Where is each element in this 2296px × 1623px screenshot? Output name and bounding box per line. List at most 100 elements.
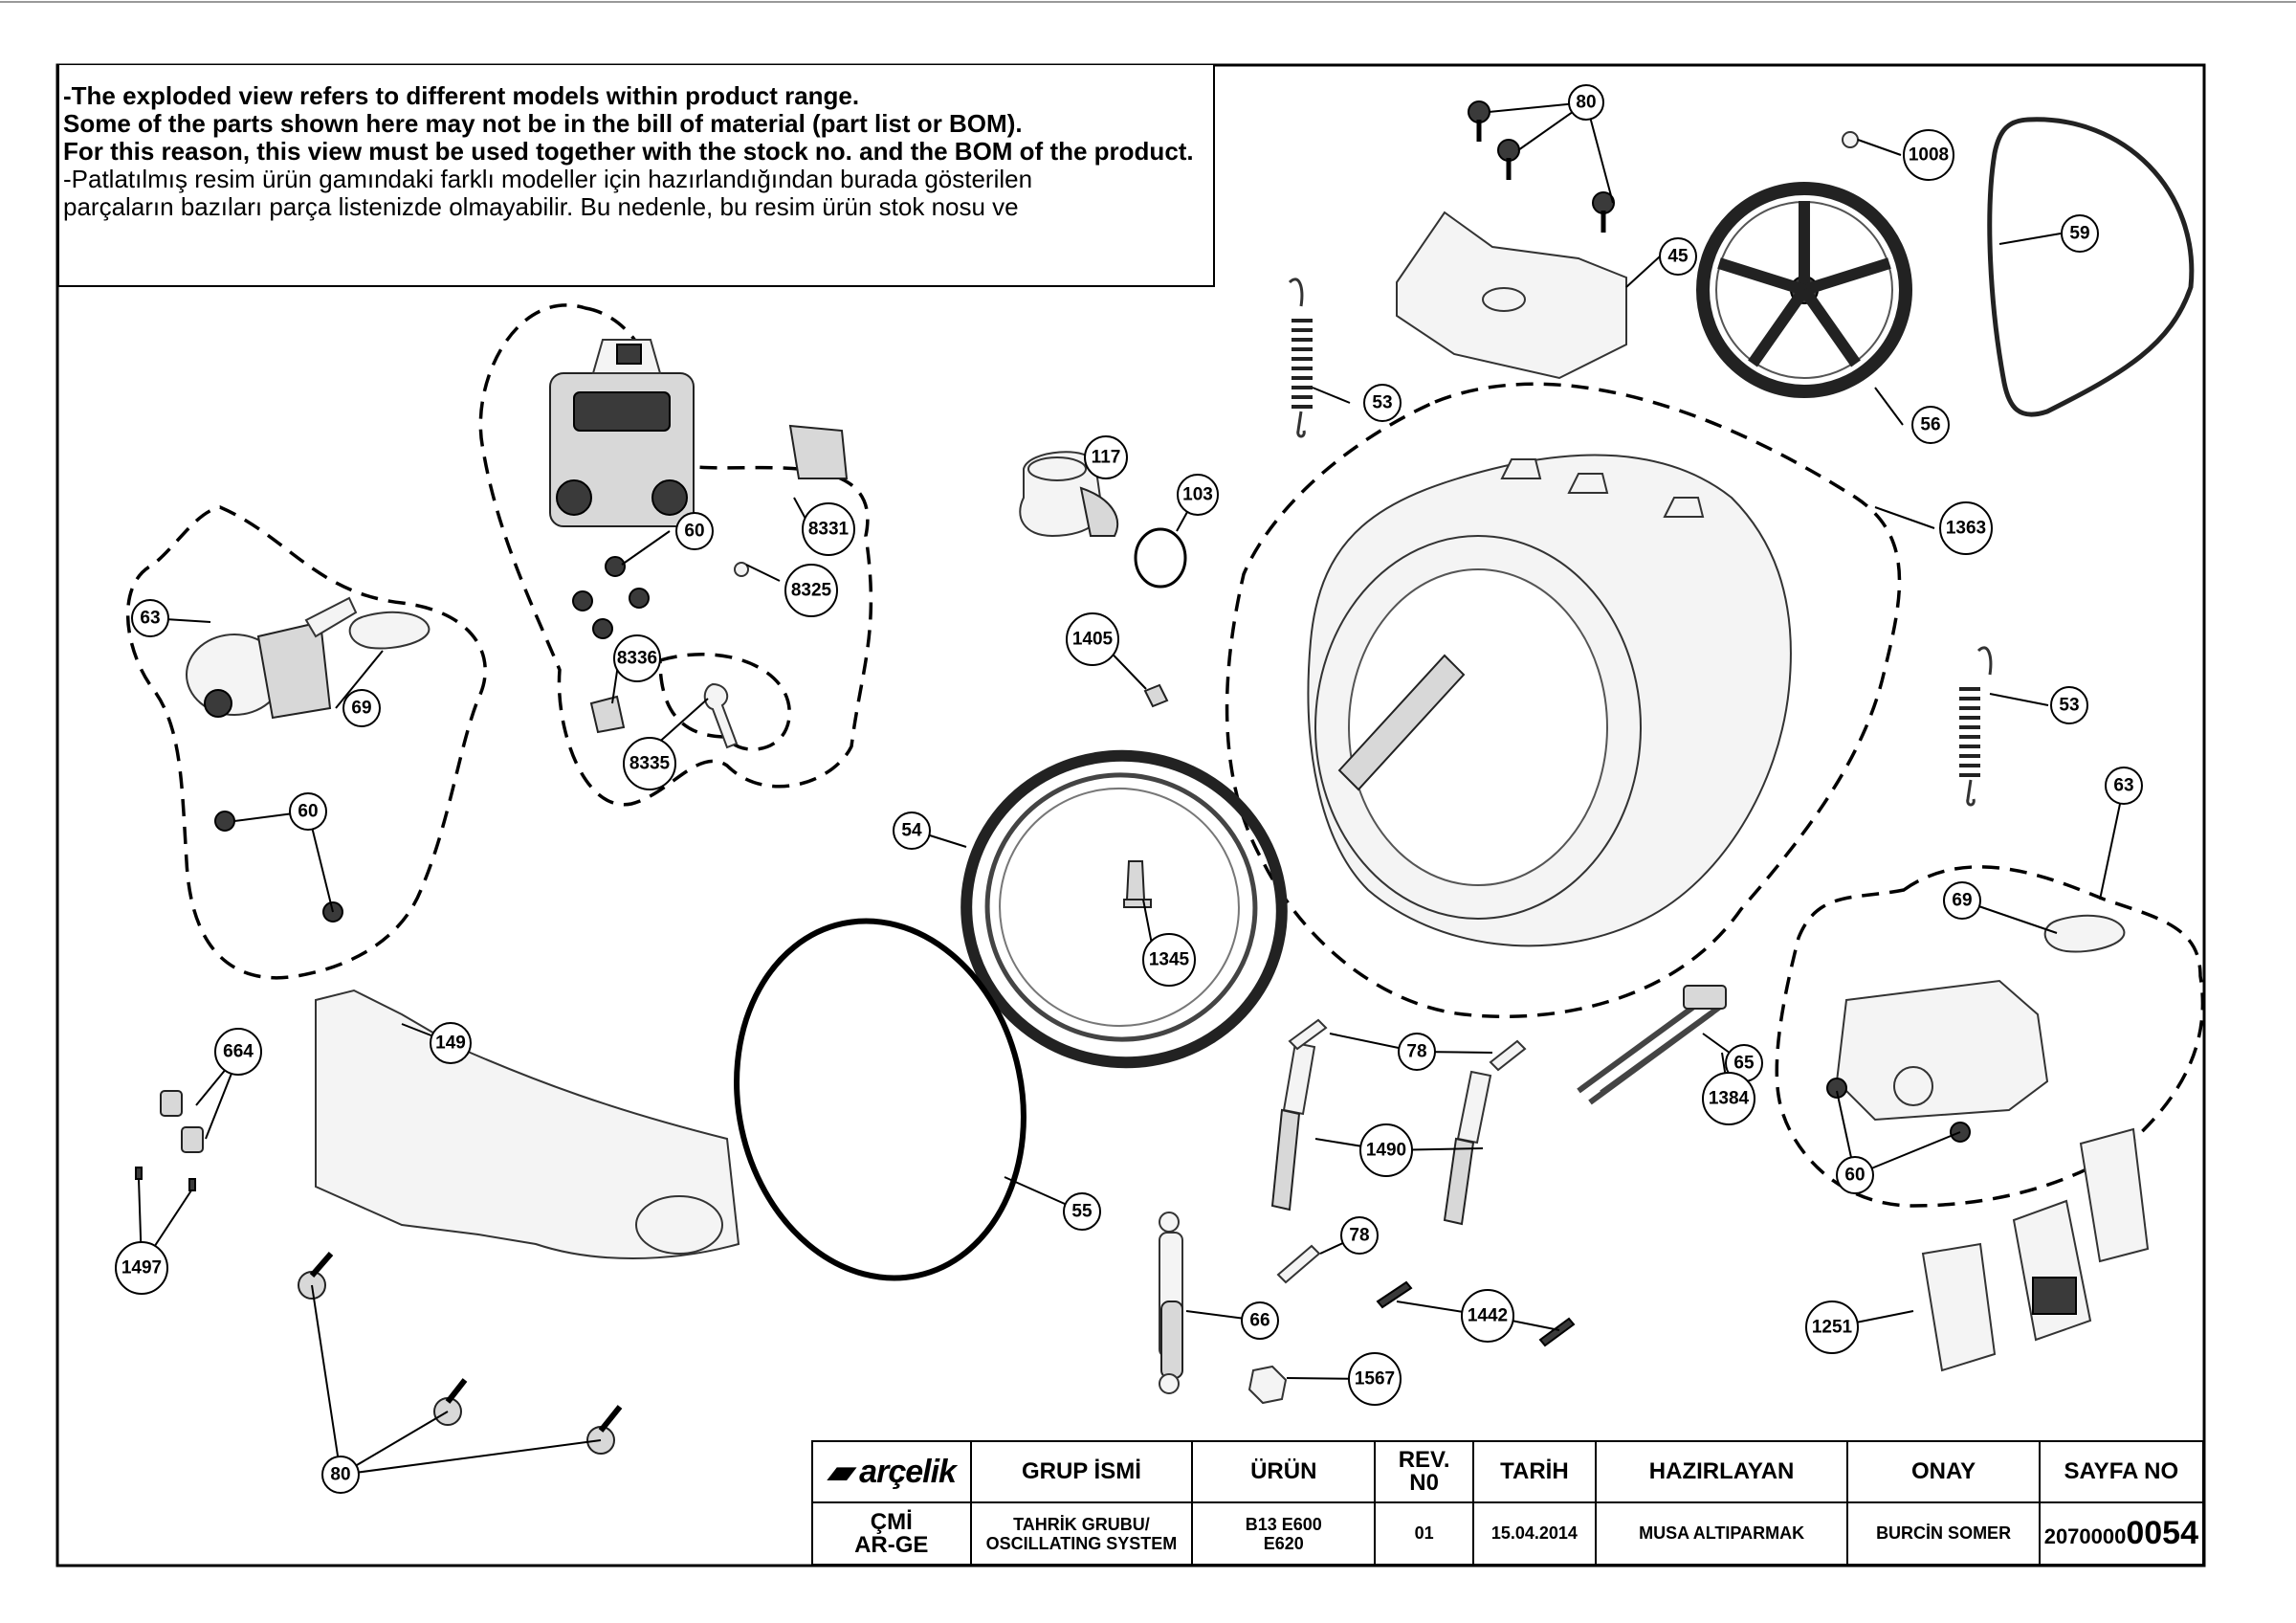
callout-63-left[interactable]: 63 (131, 599, 169, 637)
title-block: ▰ arçelik GRUP İSMİ ÜRÜN REV.N0 TARİH HA… (811, 1440, 2205, 1566)
screws-80-bottom (298, 1252, 623, 1455)
svg-text:1363: 1363 (1946, 519, 1986, 539)
callout-1405[interactable]: 1405 (1066, 612, 1119, 666)
svg-text:60: 60 (1844, 1166, 1865, 1186)
callout-1442[interactable]: 1442 (1461, 1289, 1514, 1343)
tub-group-outline (1225, 382, 1902, 1019)
svg-text:54: 54 (901, 821, 922, 841)
door-seal-54 (960, 749, 1288, 1069)
page-value: 20700000054 (2038, 1501, 2205, 1566)
svg-text:78: 78 (1406, 1042, 1426, 1062)
callout-8335[interactable]: 8335 (623, 737, 676, 790)
callout-59[interactable]: 59 (2061, 214, 2099, 253)
date-header: TARİH (1472, 1440, 1597, 1503)
page-header: SAYFA NO (2038, 1440, 2205, 1503)
pulley-56 (1696, 182, 1912, 398)
callout-63-right[interactable]: 63 (2105, 767, 2143, 805)
hose-117 (1019, 451, 1119, 538)
callout-1384[interactable]: 1384 (1702, 1072, 1755, 1125)
callout-45[interactable]: 45 (1659, 237, 1697, 276)
svg-text:1567: 1567 (1355, 1369, 1395, 1390)
svg-text:80: 80 (330, 1465, 350, 1485)
nozzle-1345 (1123, 860, 1152, 908)
note-line-1: -The exploded view refers to different m… (63, 81, 860, 110)
callout-60-right[interactable]: 60 (1836, 1156, 1874, 1194)
callout-55[interactable]: 55 (1063, 1192, 1101, 1231)
svg-text:8336: 8336 (617, 649, 657, 669)
product-header: ÜRÜN (1191, 1440, 1377, 1503)
approval-header: ONAY (1846, 1440, 2041, 1503)
clip-1405 (1143, 683, 1169, 708)
callout-78-lower[interactable]: 78 (1340, 1216, 1379, 1255)
callout-53-top[interactable]: 53 (1363, 384, 1402, 422)
pins-78 (1276, 1018, 1527, 1284)
ring-103 (1134, 527, 1187, 589)
callout-8325[interactable]: 8325 (784, 564, 838, 617)
callout-60-left[interactable]: 60 (289, 792, 327, 831)
callout-69-left[interactable]: 69 (342, 689, 381, 727)
rev-header: REV.N0 (1374, 1440, 1475, 1503)
callout-117[interactable]: 117 (1084, 435, 1128, 479)
svg-text:60: 60 (684, 522, 704, 542)
callout-54[interactable]: 54 (893, 812, 931, 850)
note-line-4: -Patlatılmış resim ürün gamındaki farklı… (63, 165, 1033, 193)
callout-664[interactable]: 664 (214, 1028, 262, 1076)
svg-text:1251: 1251 (1812, 1318, 1853, 1338)
rear-bracket-45 (1396, 211, 1627, 380)
svg-text:66: 66 (1249, 1311, 1269, 1331)
svg-text:8335: 8335 (629, 754, 671, 774)
callout-80-top[interactable]: 80 (1568, 84, 1604, 121)
callout-1490[interactable]: 1490 (1359, 1123, 1413, 1177)
callout-78-upper[interactable]: 78 (1398, 1033, 1436, 1071)
motor-right (1826, 914, 2126, 1143)
date-value: 15.04.2014 (1472, 1501, 1597, 1566)
bolt-1008 (1842, 131, 1859, 148)
motor-group-outline (478, 303, 873, 807)
svg-text:63: 63 (2113, 776, 2133, 796)
leader-lines (138, 101, 2125, 1476)
svg-text:117: 117 (1092, 448, 1121, 468)
callout-66[interactable]: 66 (1241, 1301, 1279, 1340)
prepared-header: HAZIRLAYAN (1594, 1440, 1849, 1503)
callout-60-motor[interactable]: 60 (675, 512, 714, 550)
callout-8336[interactable]: 8336 (613, 634, 661, 682)
svg-text:80: 80 (1576, 93, 1596, 113)
svg-text:1497: 1497 (121, 1258, 162, 1278)
drain-pump-left (186, 596, 430, 923)
note-line-5: parçaların bazıları parça listenizde olm… (63, 192, 1019, 221)
svg-text:59: 59 (2069, 224, 2089, 244)
callout-53-right[interactable]: 53 (2050, 686, 2088, 724)
callout-80-bottom[interactable]: 80 (321, 1456, 360, 1494)
spring-53-top (1288, 278, 1313, 438)
tub-1363 (1307, 454, 1792, 947)
callout-1008[interactable]: 1008 (1903, 129, 1954, 181)
callout-1345[interactable]: 1345 (1142, 933, 1196, 987)
callout-103[interactable]: 103 (1177, 474, 1219, 516)
callout-1497[interactable]: 1497 (115, 1241, 168, 1295)
callout-65[interactable]: 65 (1725, 1044, 1763, 1082)
group-header: GRUP İSMİ (969, 1440, 1194, 1503)
svg-text:45: 45 (1667, 247, 1689, 267)
screws-motor (572, 556, 749, 639)
svg-text:53: 53 (2059, 696, 2079, 716)
svg-text:78: 78 (1349, 1226, 1369, 1246)
group-value: TAHRİK GRUBU/OSCILLATING SYSTEM (969, 1501, 1194, 1566)
prepared-value: MUSA ALTIPARMAK (1594, 1501, 1849, 1566)
note-line-2: Some of the parts shown here may not be … (63, 109, 1023, 138)
damper-1490 (1270, 1041, 1492, 1226)
callout-1363[interactable]: 1363 (1939, 501, 1993, 555)
svg-text:1442: 1442 (1468, 1306, 1508, 1326)
callout-149[interactable]: 149 (430, 1022, 472, 1064)
callout-1251[interactable]: 1251 (1805, 1301, 1859, 1354)
svg-text:69: 69 (351, 699, 371, 719)
left-pump-group-outline (125, 505, 487, 980)
callout-56[interactable]: 56 (1911, 406, 1950, 444)
thermostat-part (589, 682, 739, 749)
svg-text:149: 149 (435, 1034, 466, 1054)
callout-8331[interactable]: 8331 (802, 502, 855, 556)
svg-text:1490: 1490 (1366, 1141, 1406, 1161)
callout-1567[interactable]: 1567 (1348, 1352, 1402, 1406)
callout-69-right[interactable]: 69 (1943, 881, 1981, 920)
